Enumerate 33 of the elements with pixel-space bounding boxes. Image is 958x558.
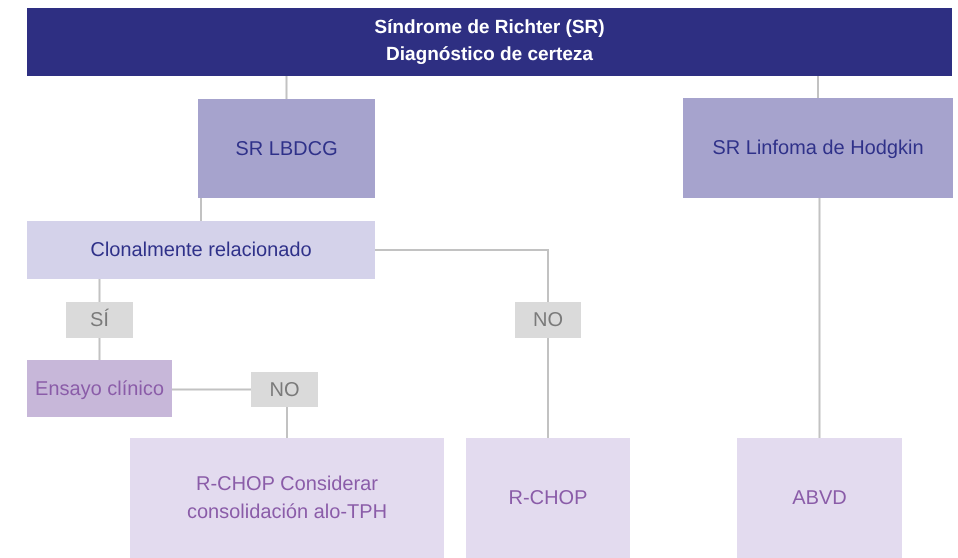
- connector-line: [172, 388, 251, 390]
- process-box: [198, 99, 375, 198]
- connector-line: [818, 198, 820, 438]
- answer-tag: [251, 372, 318, 407]
- connector-line: [98, 338, 100, 360]
- treatment-box: [737, 438, 902, 558]
- decision-box: [27, 221, 375, 279]
- process-box: [683, 98, 953, 198]
- treatment-box: [466, 438, 630, 558]
- node-label: Diagnóstico de certeza: [386, 43, 593, 67]
- node-label: SR LBDCG: [235, 136, 338, 162]
- node-label: R-CHOP: [508, 486, 588, 511]
- connector-line: [375, 249, 549, 302]
- node-label: NO: [533, 308, 563, 333]
- answer-tag: [515, 302, 581, 338]
- connector-line: [98, 279, 100, 302]
- node-label: SÍ: [90, 308, 109, 333]
- node-label: R-CHOP Considerar consolidación alo-TPH: [186, 472, 388, 525]
- node-label: Síndrome de Richter (SR): [374, 16, 605, 40]
- answer-tag: [66, 302, 133, 338]
- node-label: Ensayo clínico: [35, 376, 164, 402]
- connector-line: [286, 76, 288, 99]
- process-box: [27, 360, 172, 417]
- treatment-box: [130, 438, 444, 558]
- node-label: Clonalmente relacionado: [90, 238, 312, 263]
- connector-line: [817, 76, 819, 98]
- node-label: SR Linfoma de Hodgkin: [712, 136, 924, 161]
- header-box: [27, 8, 952, 76]
- connector-line: [286, 407, 288, 438]
- node-label: ABVD: [792, 486, 847, 511]
- connector-line: [200, 198, 202, 221]
- connector-line: [547, 338, 549, 438]
- node-label: NO: [270, 378, 300, 402]
